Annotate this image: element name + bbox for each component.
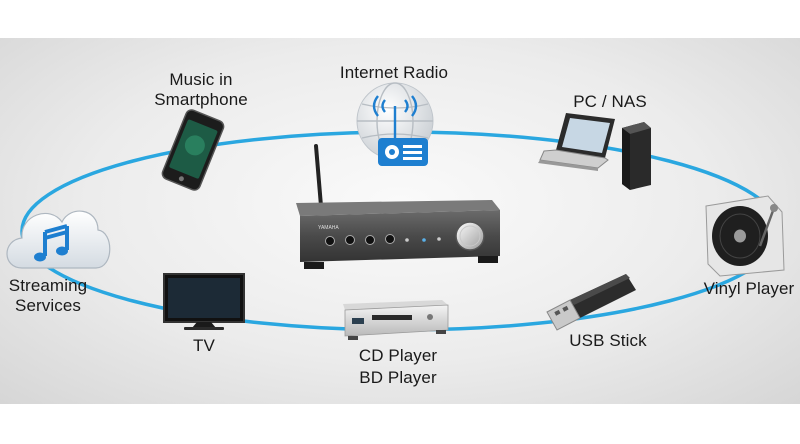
phone-icon	[161, 109, 225, 191]
turntable-icon	[705, 195, 785, 277]
smartphone-label: Music in Smartphone	[146, 70, 256, 110]
internet-radio-label: Internet Radio	[339, 63, 449, 82]
smartphone-label-line1: Music in	[169, 70, 233, 89]
usb-stick-label: USB Stick	[569, 331, 647, 350]
cloud-music-icon	[6, 210, 111, 269]
tv-label: TV	[193, 336, 215, 355]
cd-bd-label-line2: BD Player	[359, 368, 437, 387]
globe-radio-icon	[356, 82, 434, 166]
vinyl-player-label: Vinyl Player	[703, 279, 795, 298]
disc-player-icon	[343, 300, 449, 340]
amplifier-icon: YAMAHA	[296, 144, 500, 269]
amp-brand-text: YAMAHA	[318, 225, 339, 231]
usb-stick-icon	[546, 274, 636, 331]
pc-nas-label: PC / NAS	[573, 92, 647, 111]
streaming-label-line1: Streaming	[8, 276, 88, 295]
smartphone-label-line2: Smartphone	[154, 90, 248, 109]
laptop-icon	[538, 113, 615, 171]
nas-tower-icon	[622, 122, 651, 190]
streaming-label: Streaming Services	[0, 276, 96, 316]
cd-bd-label-line1: CD Player	[358, 346, 438, 365]
cd-bd-label: CD Player BD Player	[348, 345, 448, 389]
streaming-label-line2: Services	[15, 296, 81, 315]
tv-icon	[163, 273, 245, 330]
